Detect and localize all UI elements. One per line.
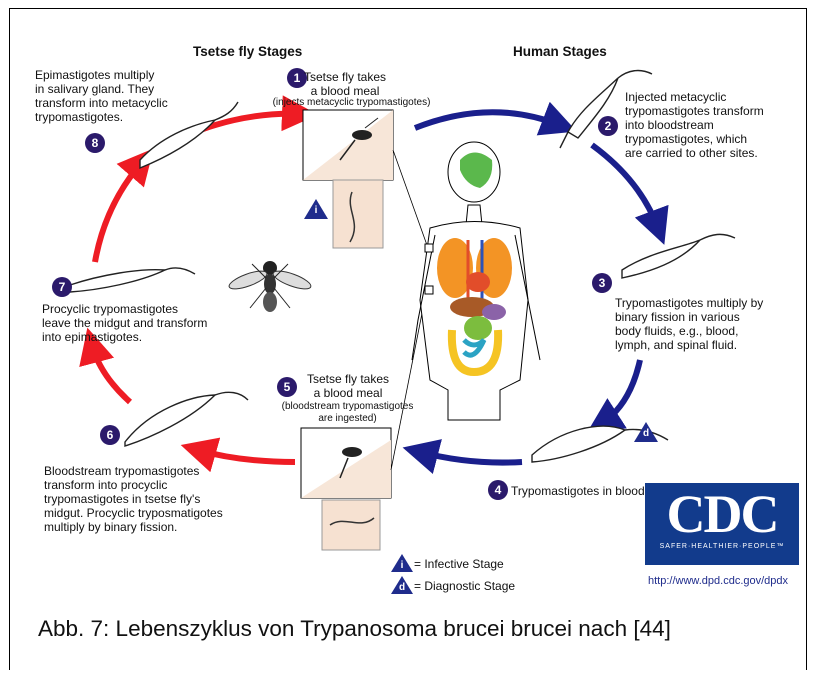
step-6-line-3: trypomastigotes in tsetse fly's [44,492,223,506]
step-2-line-5: are carried to other sites. [625,146,764,160]
diagnostic-stage-marker-letter: d [636,428,656,439]
legend-diagnostic-label: = Diagnostic Stage [414,579,515,593]
step-3-label: Trypomastigotes multiply by binary fissi… [615,296,763,352]
step-7-line-1: Procyclic trypomastigotes [42,302,207,316]
step-7-line-3: into epimastigotes. [42,330,207,344]
cdc-logo-tagline: SAFER·HEALTHIER·PEOPLE™ [645,543,799,550]
step-7-line-2: leave the midgut and transform [42,316,207,330]
step-6-label: Bloodstream trypomastigotes transform in… [44,464,223,534]
cdc-logo-text: CDC [645,483,799,545]
step-8-line-3: transform into metacyclic [35,96,168,110]
step-2-line-2: trypomastigotes transform [625,104,764,118]
step-badge-7: 7 [52,277,72,297]
legend-diagnostic-letter: d [392,582,412,593]
step-2-line-1: Injected metacyclic [625,90,764,104]
step-5-label: Tsetse fly takes a blood meal [298,372,398,400]
step-5-note-line-1: (bloodstream trypomastigotes [260,401,435,413]
step-8-line-2: in salivary gland. They [35,82,168,96]
step-2-line-3: into bloodstream [625,118,764,132]
inset-fly-bite-1 [303,110,428,248]
human-body-drawing [412,142,540,420]
arrow-7-to-8 [95,162,142,262]
arrow-1-to-2 [415,112,560,128]
legend-infective-letter: i [392,560,412,571]
step-1-note: (injects metacyclic trypomastigotes) [264,97,439,109]
step-5-line-1: Tsetse fly takes [298,372,398,386]
cdc-logo: CDC SAFER·HEALTHIER·PEOPLE™ [645,483,799,565]
step-5-line-2: a blood meal [298,386,398,400]
step-6-line-5: multiply by binary fission. [44,520,223,534]
step-badge-2: 2 [598,116,618,136]
arrow-5-to-6 [198,450,295,462]
step-badge-8: 8 [85,133,105,153]
legend-infective-label: = Infective Stage [414,557,504,571]
step-6-line-4: midgut. Procyclic tryposmatigotes [44,506,223,520]
step-3-line-1: Trypomastigotes multiply by [615,296,763,310]
step-3-line-3: body fluids, e.g., blood, [615,324,763,338]
step-3-line-2: binary fission in various [615,310,763,324]
step-3-line-4: lymph, and spinal fluid. [615,338,763,352]
step-2-label: Injected metacyclic trypomastigotes tran… [625,90,764,160]
arrow-3-to-4 [602,360,640,423]
step-5-note-line-2: are ingested) [260,413,435,425]
step-1-line-2: a blood meal [300,84,390,98]
step-1-label: Tsetse fly takes a blood meal [300,70,390,98]
step-badge-5: 5 [277,377,297,397]
step-badge-6: 6 [100,425,120,445]
parasite-7 [70,268,195,292]
step-4-label: Trypomastigotes in blood [511,484,645,498]
tsetse-stages-header: Tsetse fly Stages [193,44,302,59]
step-2-line-4: trypomastigotes, which [625,132,764,146]
infective-stage-marker-letter: i [306,205,326,216]
parasite-3 [622,234,735,278]
step-5-note: (bloodstream trypomastigotes are ingeste… [260,401,435,425]
arrow-6-to-7 [92,345,130,402]
human-stages-header: Human Stages [513,44,607,59]
arrow-8-to-1 [200,114,300,130]
tsetse-fly-drawing [227,261,313,312]
parasite-6 [125,392,248,446]
step-6-line-2: transform into procyclic [44,478,223,492]
step-1-line-1: Tsetse fly takes [300,70,390,84]
step-6-line-1: Bloodstream trypomastigotes [44,464,223,478]
step-badge-4: 4 [488,480,508,500]
figure-caption: Abb. 7: Lebenszyklus von Trypanosoma bru… [38,616,671,642]
source-url: http://www.dpd.cdc.gov/dpdx [648,575,788,587]
step-8-label: Epimastigotes multiply in salivary gland… [35,68,168,124]
step-badge-3: 3 [592,273,612,293]
arrow-4-to-5 [420,452,522,463]
step-8-line-1: Epimastigotes multiply [35,68,168,82]
step-7-label: Procyclic trypomastigotes leave the midg… [42,302,207,344]
step-8-line-4: trypomastigotes. [35,110,168,124]
